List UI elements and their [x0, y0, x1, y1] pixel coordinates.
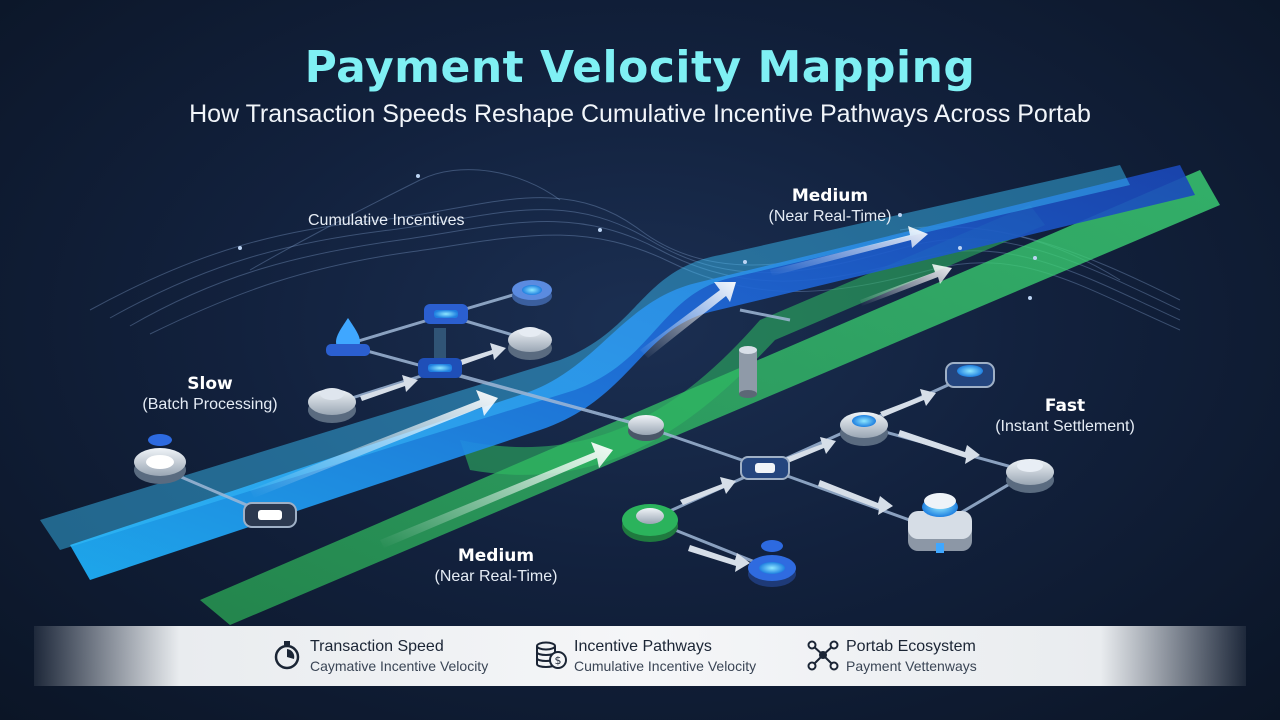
node-slow-1 — [134, 434, 186, 484]
medium-top-title: Medium — [791, 186, 869, 206]
stopwatch-icon — [274, 641, 300, 670]
slow-subtitle: (Batch Processing) — [142, 396, 278, 414]
page-subtitle: How Transaction Speeds Reshape Cumulativ… — [189, 100, 1091, 128]
slow-title: Slow — [187, 374, 233, 394]
node-slow-2 — [308, 388, 356, 423]
legend-sub-portab-ecosystem: Payment Vettenways — [846, 658, 977, 674]
legend-sub-incentive-pathways: Cumulative Incentive Velocity — [574, 658, 757, 674]
slow-label: Slow (Batch Processing) — [120, 374, 300, 415]
coins-stack-icon: $ — [536, 641, 567, 669]
blue-velocity-stream — [70, 165, 1195, 580]
svg-text:$: $ — [555, 654, 562, 667]
medium-top-subtitle: (Near Real-Time) — [768, 208, 892, 226]
legend-sub-transaction-speed: Caymative Incentive Velocity — [310, 658, 489, 674]
node-top-1 — [424, 304, 468, 324]
fast-subtitle: (Instant Settlement) — [995, 418, 1135, 436]
node-fast-2 — [945, 362, 995, 388]
medium-bottom-title: Medium — [457, 546, 535, 566]
page-title: Payment Velocity Mapping — [304, 42, 976, 93]
legend-bar: Transaction Speed Caymative Incentive Ve… — [34, 626, 1246, 686]
flow-arrows — [360, 343, 980, 572]
speed-arrows — [250, 226, 952, 548]
node-mid-2 — [740, 456, 790, 480]
legend-title-portab-ecosystem: Portab Ecosystem — [846, 638, 976, 655]
legend-title-transaction-speed: Transaction Speed — [310, 638, 444, 655]
fast-title: Fast — [1044, 396, 1086, 416]
node-fast-large — [908, 493, 972, 553]
node-green — [622, 504, 678, 542]
node-cylinder — [739, 346, 757, 398]
node-top-3 — [508, 327, 552, 360]
blue-stream-wide — [40, 165, 1130, 550]
fast-label: Fast (Instant Settlement) — [975, 396, 1155, 437]
medium-bottom-subtitle: (Near Real-Time) — [434, 568, 558, 586]
medium-top-label: Medium (Near Real-Time) — [740, 186, 920, 227]
node-mid-1 — [628, 415, 664, 441]
node-center — [418, 328, 462, 378]
node-slow-3 — [243, 502, 297, 528]
cumulative-incentives-label: Cumulative Incentives — [308, 212, 465, 229]
sparkle-dots — [238, 174, 1037, 300]
medium-bottom-label: Medium (Near Real-Time) — [406, 546, 586, 587]
node-fast-1 — [840, 412, 888, 446]
node-bottom-glow — [748, 540, 796, 587]
network-nodes — [134, 280, 1054, 587]
legend-title-incentive-pathways: Incentive Pathways — [574, 638, 712, 655]
node-top-2 — [512, 280, 552, 306]
green-stream-upper — [460, 205, 1045, 475]
network-icon — [807, 640, 839, 671]
node-drop — [326, 318, 370, 356]
node-fast-3 — [1006, 459, 1054, 493]
